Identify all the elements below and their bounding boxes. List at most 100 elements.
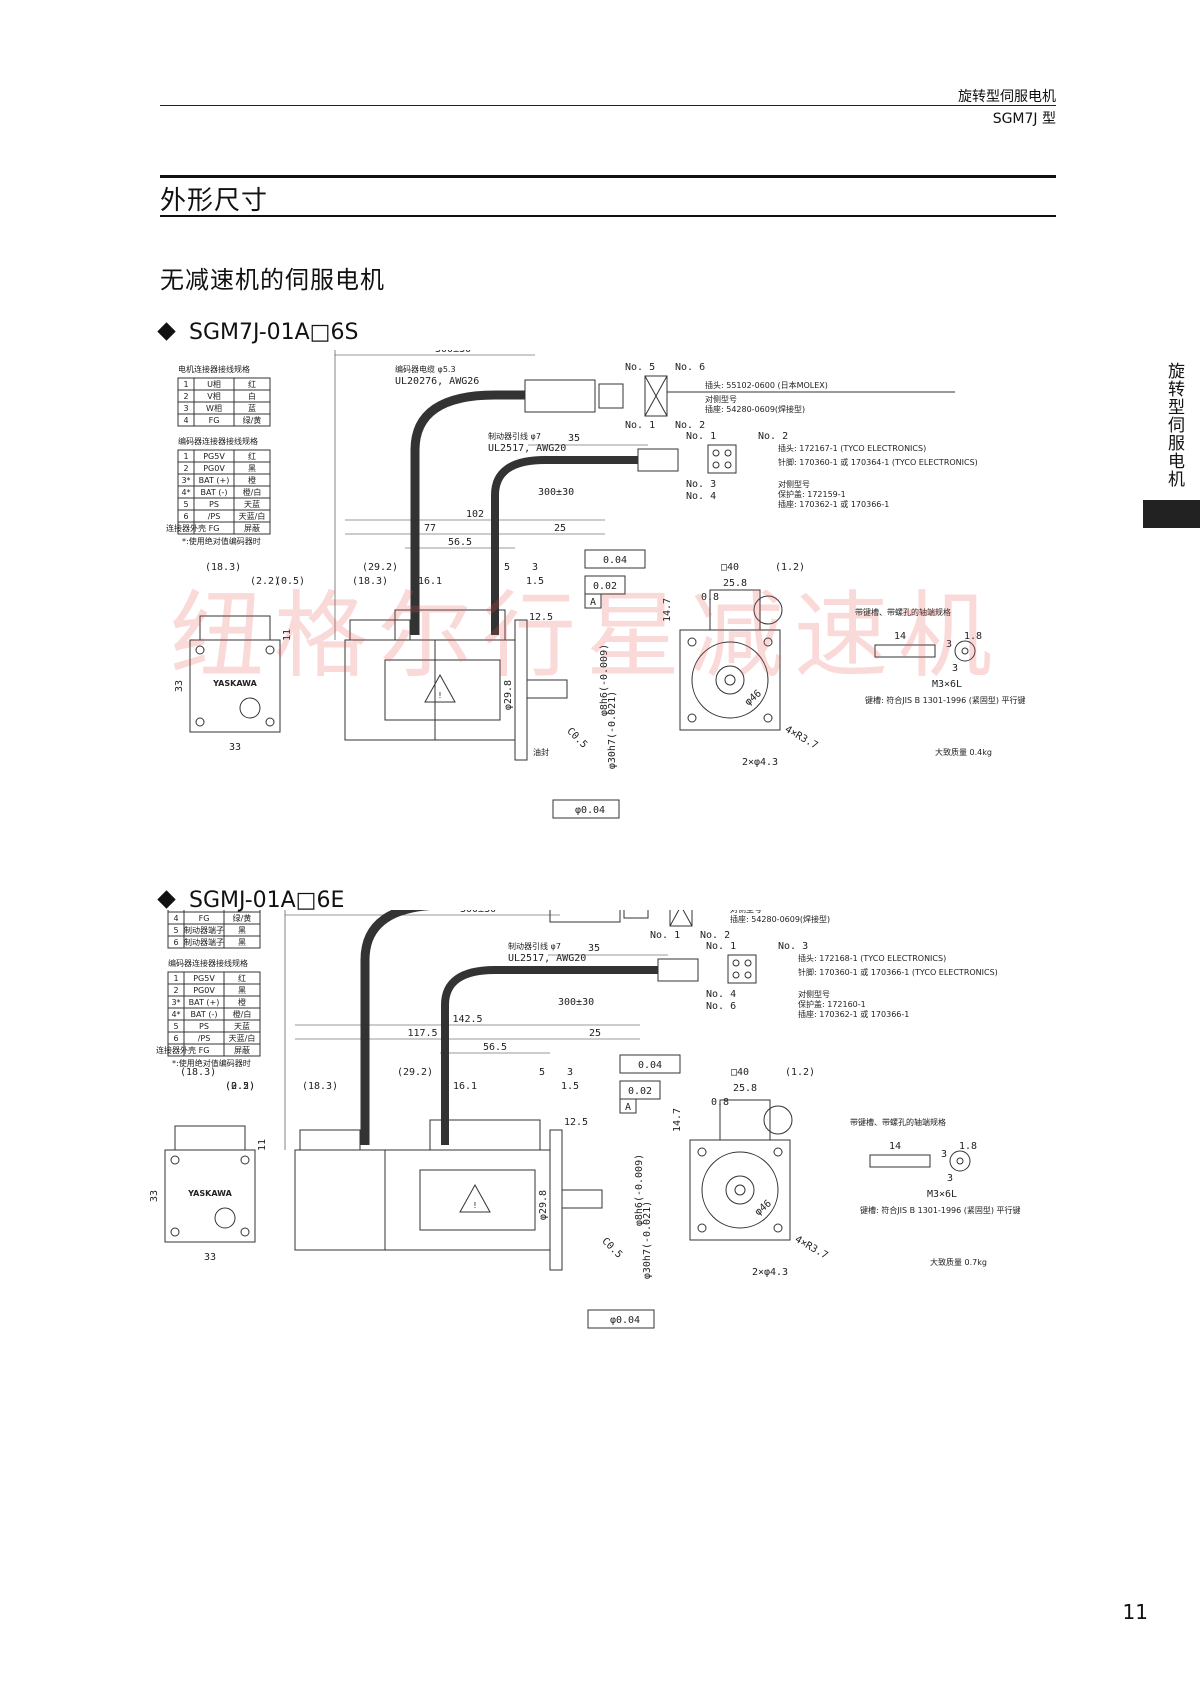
- connector-pin-label: No. 1: [650, 930, 680, 941]
- encoder-table-color: 橙: [248, 475, 256, 485]
- front-view-cable-gland: [763, 1105, 793, 1135]
- flange: [549, 1129, 563, 1271]
- brake-connector-cover: 保护盖: 172159-1: [778, 489, 846, 499]
- mount-hole: [773, 1223, 783, 1233]
- encoder-cap: [349, 619, 411, 641]
- motor-table-color: 红: [248, 379, 256, 389]
- encoder-table-pin: 5: [173, 1022, 178, 1031]
- mount-hole: [697, 1147, 707, 1157]
- shaft-keyway: [869, 1154, 931, 1168]
- tolerance-concentricity: φ0.04: [575, 805, 605, 816]
- concentricity-frame: [587, 1309, 655, 1329]
- connector-pin-label: No. 2: [700, 930, 730, 941]
- encoder-connector-mate: 对侧型号: [705, 394, 737, 404]
- motor-table-color: 绿/黄: [243, 415, 262, 425]
- dim-flange-dia: φ30h7(-0.021): [642, 1201, 653, 1279]
- rear-view-plug: [214, 1207, 236, 1229]
- encoder-connector: [524, 379, 596, 413]
- shaft: [526, 679, 568, 699]
- subsection-title: 无减速机的伺服电机: [160, 266, 385, 294]
- runout-frame: [619, 1080, 661, 1100]
- encoder-table-color: 天蓝: [244, 499, 260, 509]
- dim-18-3: (18.3): [352, 576, 388, 587]
- encoder-table-pin: 连接器外壳: [166, 523, 206, 533]
- brake-connector-plug: 插头: 172167-1 (TYCO ELECTRONICS): [778, 443, 926, 453]
- header-rule: [160, 105, 1056, 106]
- connector-pin: [712, 449, 720, 457]
- dim-35: 35: [568, 433, 580, 444]
- motor-table-pin: 3: [173, 910, 178, 911]
- side-tab-label: 旋转型伺服电机: [1164, 362, 1184, 488]
- dim-rear-18-3: (18.3): [180, 1067, 216, 1078]
- diamond-bullet-icon: [157, 889, 176, 909]
- connector-pin-label: No. 4: [706, 989, 736, 1000]
- dim-5: 5: [504, 562, 510, 573]
- datum-frame: [619, 1098, 637, 1114]
- dim-shaft-dia: φ8h6(-0.009): [599, 644, 610, 716]
- connector-pin: [724, 449, 732, 457]
- brake-cable-spec: UL2517, AWG20: [488, 443, 566, 454]
- encoder-table-signal: /PS: [208, 512, 221, 521]
- encoder-table-signal: BAT (+): [199, 476, 230, 485]
- brake-cable: [441, 966, 658, 1145]
- front-view-cable-gland: [753, 595, 783, 625]
- page-number: 11: [1122, 1600, 1148, 1624]
- front-view-shaft: [734, 1184, 746, 1196]
- encoder-table-pin: 1: [173, 974, 178, 983]
- encoder-cable-spec: UL20276, AWG26: [395, 376, 479, 387]
- front-view-pilot: [715, 665, 745, 695]
- mount-hole: [265, 717, 275, 727]
- dim-0-5: (0.5): [275, 576, 305, 587]
- dim-rear-width: 33: [204, 1252, 216, 1263]
- shaft: [561, 1189, 603, 1209]
- mass-label: 大致质量 0.7kg: [930, 1257, 987, 1267]
- encoder-table-title: 编码器连接器接线规格: [178, 436, 258, 446]
- brake-cable-spec: UL2517, AWG20: [508, 953, 586, 964]
- connector-pin-label: No. 2: [758, 431, 788, 442]
- brake-connector: [657, 958, 699, 982]
- motor-table-pin: 5: [173, 926, 178, 935]
- dim-rear-2-2: (2.2): [225, 1081, 255, 1092]
- tolerance-perpendicularity: 0.04: [603, 555, 627, 566]
- drawing-line: [682, 910, 693, 927]
- encoder-table-pin: 3*: [171, 998, 180, 1007]
- warning-mark: !: [473, 1201, 476, 1210]
- drawing-1-model: SGM7J-01A□6S: [189, 320, 359, 345]
- dim-cable-length-2: 300±30: [558, 997, 594, 1008]
- mount-hole: [697, 1223, 707, 1233]
- tolerance-perpendicularity: 0.04: [638, 1060, 662, 1071]
- encoder-cable: [360, 910, 432, 1145]
- connector-pin-label: No. 6: [706, 1001, 736, 1012]
- dim-rear-11: 11: [257, 1139, 268, 1151]
- motor-table-pin: 6: [173, 938, 178, 947]
- header-model-family: SGM7J 型: [992, 111, 1056, 127]
- side-tab-marker: [1143, 500, 1200, 528]
- brake-connector-mate: 对侧型号: [778, 479, 810, 489]
- shaft-keyway: [874, 644, 936, 658]
- encoder-table-signal: FG: [209, 524, 220, 533]
- encoder-table-pin: 2: [183, 464, 188, 473]
- perpendicularity-frame: [584, 549, 646, 569]
- front-view-boss: [719, 1099, 771, 1141]
- watermark: 纽格尔行星减速机: [170, 582, 1003, 691]
- dim-hole-radius: 4×R3.7: [783, 724, 820, 752]
- encoder-table-pin: 1: [183, 452, 188, 461]
- encoder-table-color: 红: [238, 973, 246, 983]
- dim-pilot-dia: φ29.8: [538, 1190, 549, 1220]
- encoder-table-signal: PG5V: [203, 452, 225, 461]
- encoder-table-color: 黑: [238, 986, 246, 995]
- dim-29-2: (29.2): [397, 1067, 433, 1078]
- encoder-cable: [410, 390, 525, 635]
- dim-shaft-length: 25: [589, 1028, 601, 1039]
- shaft-detail-title: 带键槽、带螺孔的轴端规格: [850, 1117, 946, 1127]
- encoder-table-signal: PG5V: [193, 974, 215, 983]
- mount-hole: [687, 713, 697, 723]
- brake-connector: [637, 448, 679, 472]
- drawing-2-heading: SGMJ-01A□6E: [157, 888, 344, 913]
- dim-overall-length: 142.5: [452, 1014, 482, 1025]
- mount-hole: [687, 637, 697, 647]
- brake-connector-cover: 保护盖: 172160-1: [798, 999, 866, 1009]
- dim-cable-length: 300±30: [460, 910, 496, 915]
- mount-hole: [265, 645, 275, 655]
- brake-connector-face: [727, 954, 757, 984]
